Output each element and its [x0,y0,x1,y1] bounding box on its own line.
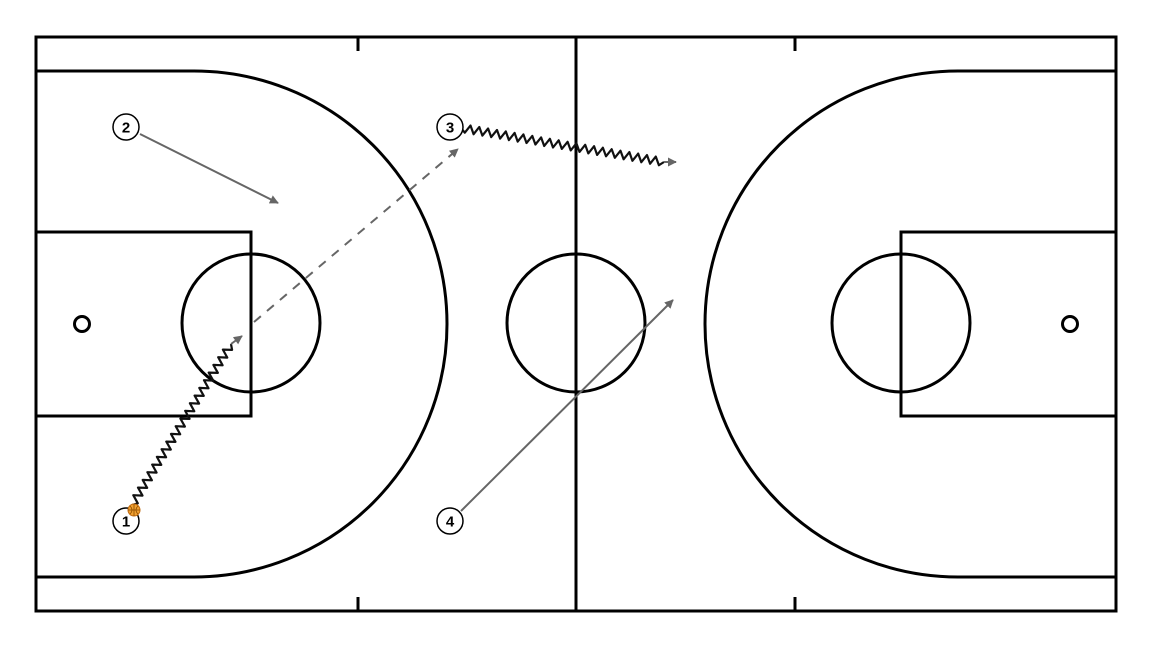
actions-layer [131,124,677,512]
player-3-circle [436,113,464,141]
dribble-arrow-player-1 [230,335,243,345]
cut-line-player-4 [460,299,674,512]
free-throw-circle-right [830,252,972,394]
basket-left [73,315,91,333]
basket-right [1061,315,1079,333]
dribble-path-player-1 [131,343,234,507]
player-3-label: 3 [446,120,454,137]
player-4-label: 4 [446,514,455,531]
player-4[interactable]: 4 [436,507,464,535]
key-right [899,230,1118,418]
three-point-line-left [36,69,449,579]
dribble-path-player-3 [460,124,665,167]
basketball-icon [127,503,141,517]
three-point-line-right [703,69,1116,579]
player-1-label: 1 [122,514,130,531]
player-4-circle [436,507,464,535]
cut-line-player-2 [139,133,279,204]
player-2-label: 2 [122,120,130,137]
center-circle [505,252,647,394]
pass-line-1-to-3 [253,148,459,323]
player-2[interactable]: 2 [112,113,140,141]
player-2-circle [112,113,140,141]
key-left [34,230,253,418]
player-3[interactable]: 3 [436,113,464,141]
free-throw-circle-left [180,252,322,394]
